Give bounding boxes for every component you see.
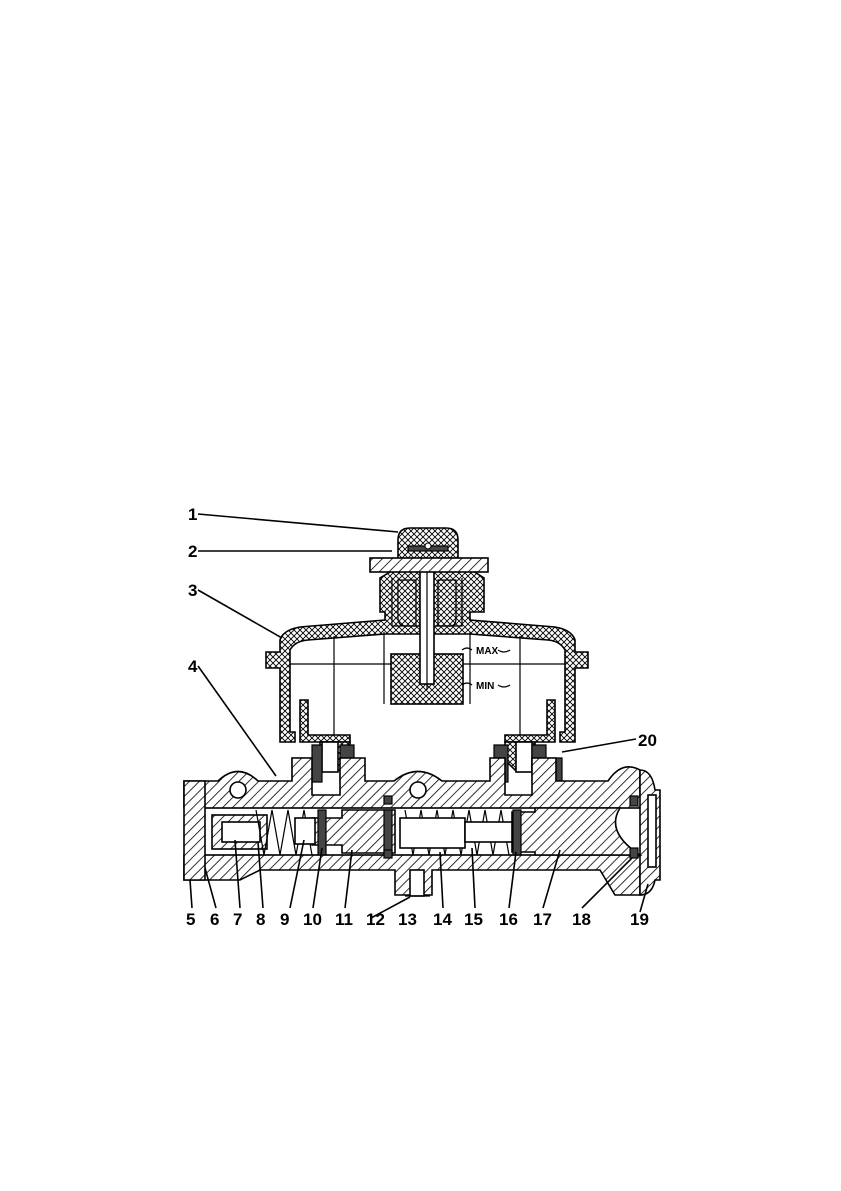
callout-12: 12 [366, 910, 385, 929]
callout-7: 7 [233, 910, 242, 929]
callout-15: 15 [464, 910, 483, 929]
callout-1: 1 [188, 505, 197, 524]
callout-14: 14 [433, 910, 452, 929]
callout-11: 11 [335, 910, 353, 929]
callout-6: 6 [210, 910, 219, 929]
callout-19: 19 [630, 910, 649, 929]
callout-5: 5 [186, 910, 195, 929]
callout-20: 20 [638, 731, 657, 750]
callout-10: 10 [303, 910, 322, 929]
callout-13: 13 [398, 910, 417, 929]
callout-8: 8 [256, 910, 265, 929]
min-level-mark: MIN [476, 681, 494, 692]
callout-18: 18 [572, 910, 591, 929]
callout-9: 9 [280, 910, 289, 929]
callout-3: 3 [188, 581, 197, 600]
callout-16: 16 [499, 910, 518, 929]
callout-17: 17 [533, 910, 552, 929]
callout-2: 2 [188, 542, 197, 561]
reservoir: MAX MIN [266, 528, 588, 772]
callout-4: 4 [188, 657, 198, 676]
max-level-mark: MAX [476, 646, 499, 657]
